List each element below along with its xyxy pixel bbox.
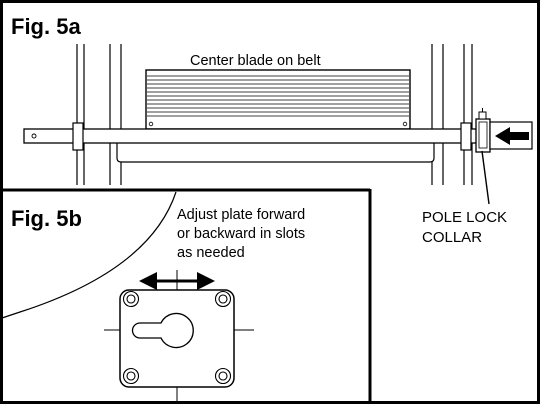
left-frame-rail — [76, 44, 85, 185]
adjust-plate-note-line2: or backward in slots — [177, 226, 305, 242]
adjust-plate-note-line1: Adjust plate forward — [177, 207, 305, 223]
fig-5a-panel — [1, 44, 533, 205]
fig-5a-caption: Center blade on belt — [190, 53, 321, 69]
right-side-post — [431, 44, 444, 185]
adjust-plate-note-line3: as needed — [177, 245, 245, 261]
callout-leader-line — [481, 150, 490, 205]
center-blade — [145, 69, 411, 130]
pole-lock-collar — [475, 108, 533, 153]
plate-bolts — [122, 290, 232, 385]
pole-lock-collar-label-line1: POLE LOCK — [422, 209, 507, 226]
fig-5b-panel — [1, 189, 372, 403]
fig-5b-label: Fig. 5b — [11, 206, 82, 231]
pole-lock-collar-label-line2: COLLAR — [422, 229, 482, 246]
belt-roller — [116, 140, 435, 163]
keyhole-slot — [131, 312, 194, 349]
left-side-post — [109, 44, 122, 185]
mounting-plate — [119, 289, 235, 388]
push-arrow — [495, 127, 529, 145]
mounting-arc — [1, 191, 177, 319]
right-frame-rail — [463, 44, 473, 185]
fig-5a-label: Fig. 5a — [11, 14, 81, 39]
